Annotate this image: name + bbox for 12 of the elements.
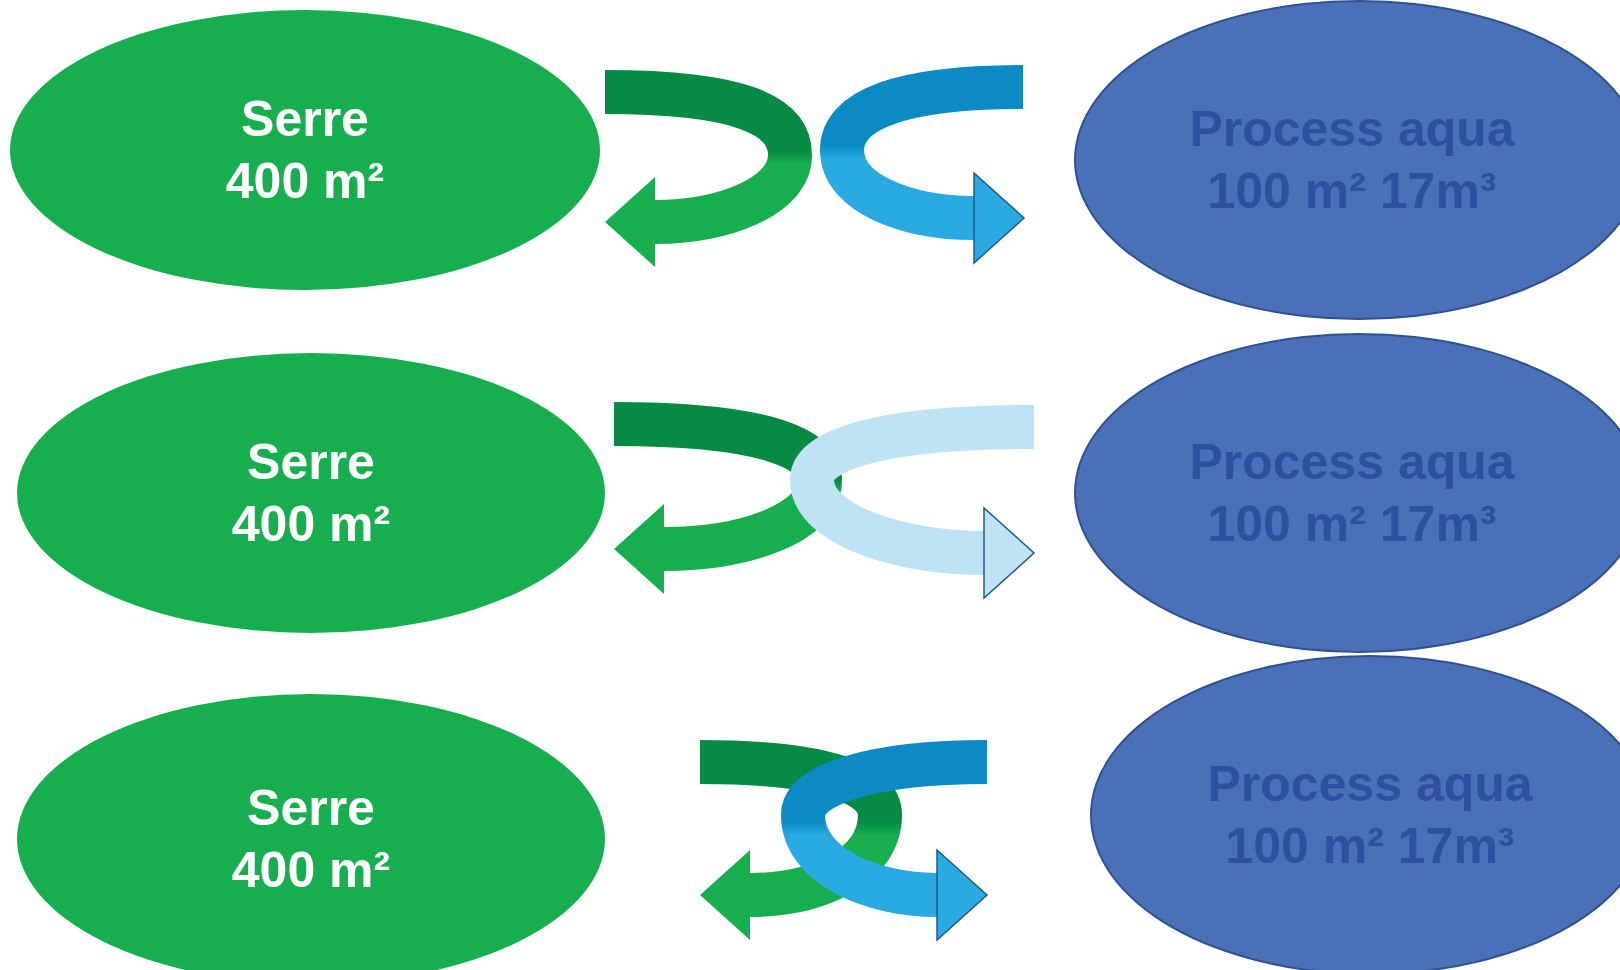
curved-arrow <box>790 405 1035 599</box>
node-title: Serre <box>247 778 375 838</box>
node-value: 400 m² <box>231 841 391 900</box>
curved-arrow <box>781 740 988 941</box>
curved-arrow <box>699 740 902 940</box>
node-title: Serre <box>241 89 369 149</box>
curved-arrow <box>604 70 812 267</box>
node-value: 400 m² <box>231 495 391 554</box>
curved-arrow <box>613 402 842 594</box>
node-title: Serre <box>247 432 375 492</box>
curved-arrow <box>820 65 1025 264</box>
node-value: 400 m² <box>225 152 385 211</box>
